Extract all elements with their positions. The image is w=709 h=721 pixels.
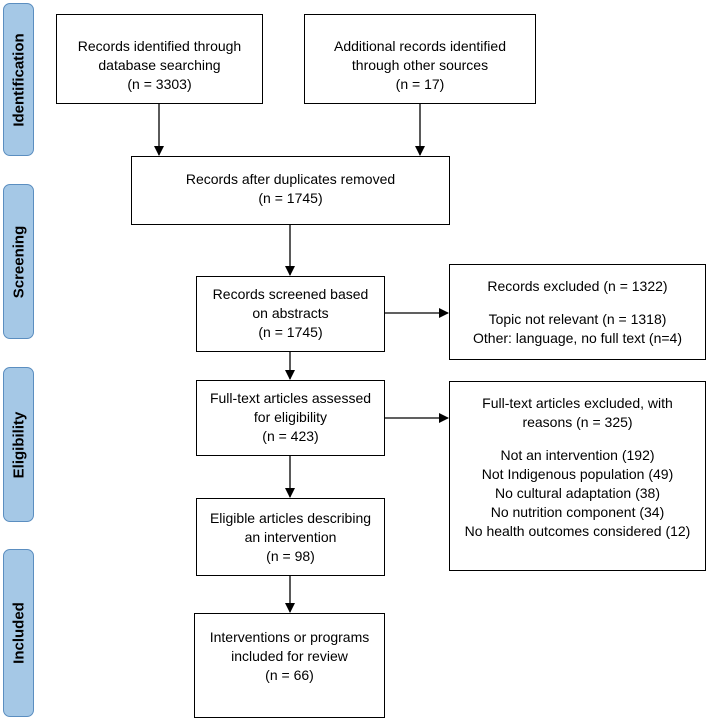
eligible-line2: an intervention (244, 529, 337, 545)
exclusion-reason: No cultural adaptation (38) (495, 485, 660, 501)
included-box: Interventions or programs included for r… (194, 613, 385, 718)
included-line1: Interventions or programs (209, 629, 370, 645)
screened-line2: on abstracts (252, 305, 329, 321)
eligible-line1: Eligible articles describing (209, 510, 372, 526)
phase-identification: Identification (3, 3, 34, 156)
fulltext-assessed-box: Full-text articles assessed for eligibil… (196, 380, 385, 456)
other-sources-line2: through other sources (351, 57, 489, 73)
exclusion-reason: Not Indigenous population (49) (481, 466, 674, 482)
database-search-count: (n = 3303) (127, 76, 192, 92)
duplicates-removed-line1: Records after duplicates removed (185, 171, 396, 187)
phase-eligibility-label: Eligibility (10, 411, 27, 478)
fulltext-assessed-line1: Full-text articles assessed (209, 390, 372, 406)
screened-count: (n = 1745) (258, 324, 323, 340)
eligible-count: (n = 98) (266, 548, 315, 564)
exclusion-reason: No health outcomes considered (12) (464, 523, 691, 539)
database-search-line2: database searching (98, 57, 221, 73)
fulltext-excluded-line2: reasons (n = 325) (522, 414, 633, 430)
phase-screening: Screening (3, 184, 34, 339)
duplicates-removed-count: (n = 1745) (258, 190, 323, 206)
screened-line1: Records screened based (212, 286, 369, 302)
included-count: (n = 66) (265, 667, 314, 683)
other-sources-line1: Additional records identified (334, 38, 506, 54)
included-line2: included for review (231, 648, 348, 664)
other-sources-count: (n = 17) (395, 76, 445, 92)
duplicates-removed-box: Records after duplicates removed (n = 17… (131, 156, 450, 225)
screened-box: Records screened based on abstracts (n =… (196, 276, 385, 352)
phase-eligibility: Eligibility (3, 367, 34, 522)
other-sources-box: Additional records identified through ot… (304, 14, 536, 104)
database-search-line1: Records identified through (77, 38, 242, 54)
phase-screening-label: Screening (10, 225, 27, 298)
database-search-box: Records identified through database sear… (56, 14, 263, 104)
records-excluded-line1: Records excluded (n = 1322) (487, 278, 668, 294)
records-excluded-reason1: Topic not relevant (n = 1318) (488, 311, 667, 327)
fulltext-assessed-line2: for eligibility (253, 409, 328, 425)
fulltext-excluded-box: Full-text articles excluded, with reason… (449, 381, 706, 571)
phase-identification-label: Identification (10, 32, 27, 127)
records-excluded-box: Records excluded (n = 1322) Topic not re… (449, 264, 706, 360)
eligible-box: Eligible articles describing an interven… (196, 498, 385, 576)
phase-included: Included (3, 549, 34, 717)
records-excluded-reason2: Other: language, no full text (n=4) (473, 330, 682, 346)
exclusion-reason: Not an intervention (192) (500, 447, 655, 463)
fulltext-excluded-line1: Full-text articles excluded, with (482, 395, 673, 411)
fulltext-assessed-count: (n = 423) (262, 428, 319, 444)
exclusion-reason: No nutrition component (34) (490, 504, 665, 520)
phase-included-label: Included (10, 602, 27, 664)
